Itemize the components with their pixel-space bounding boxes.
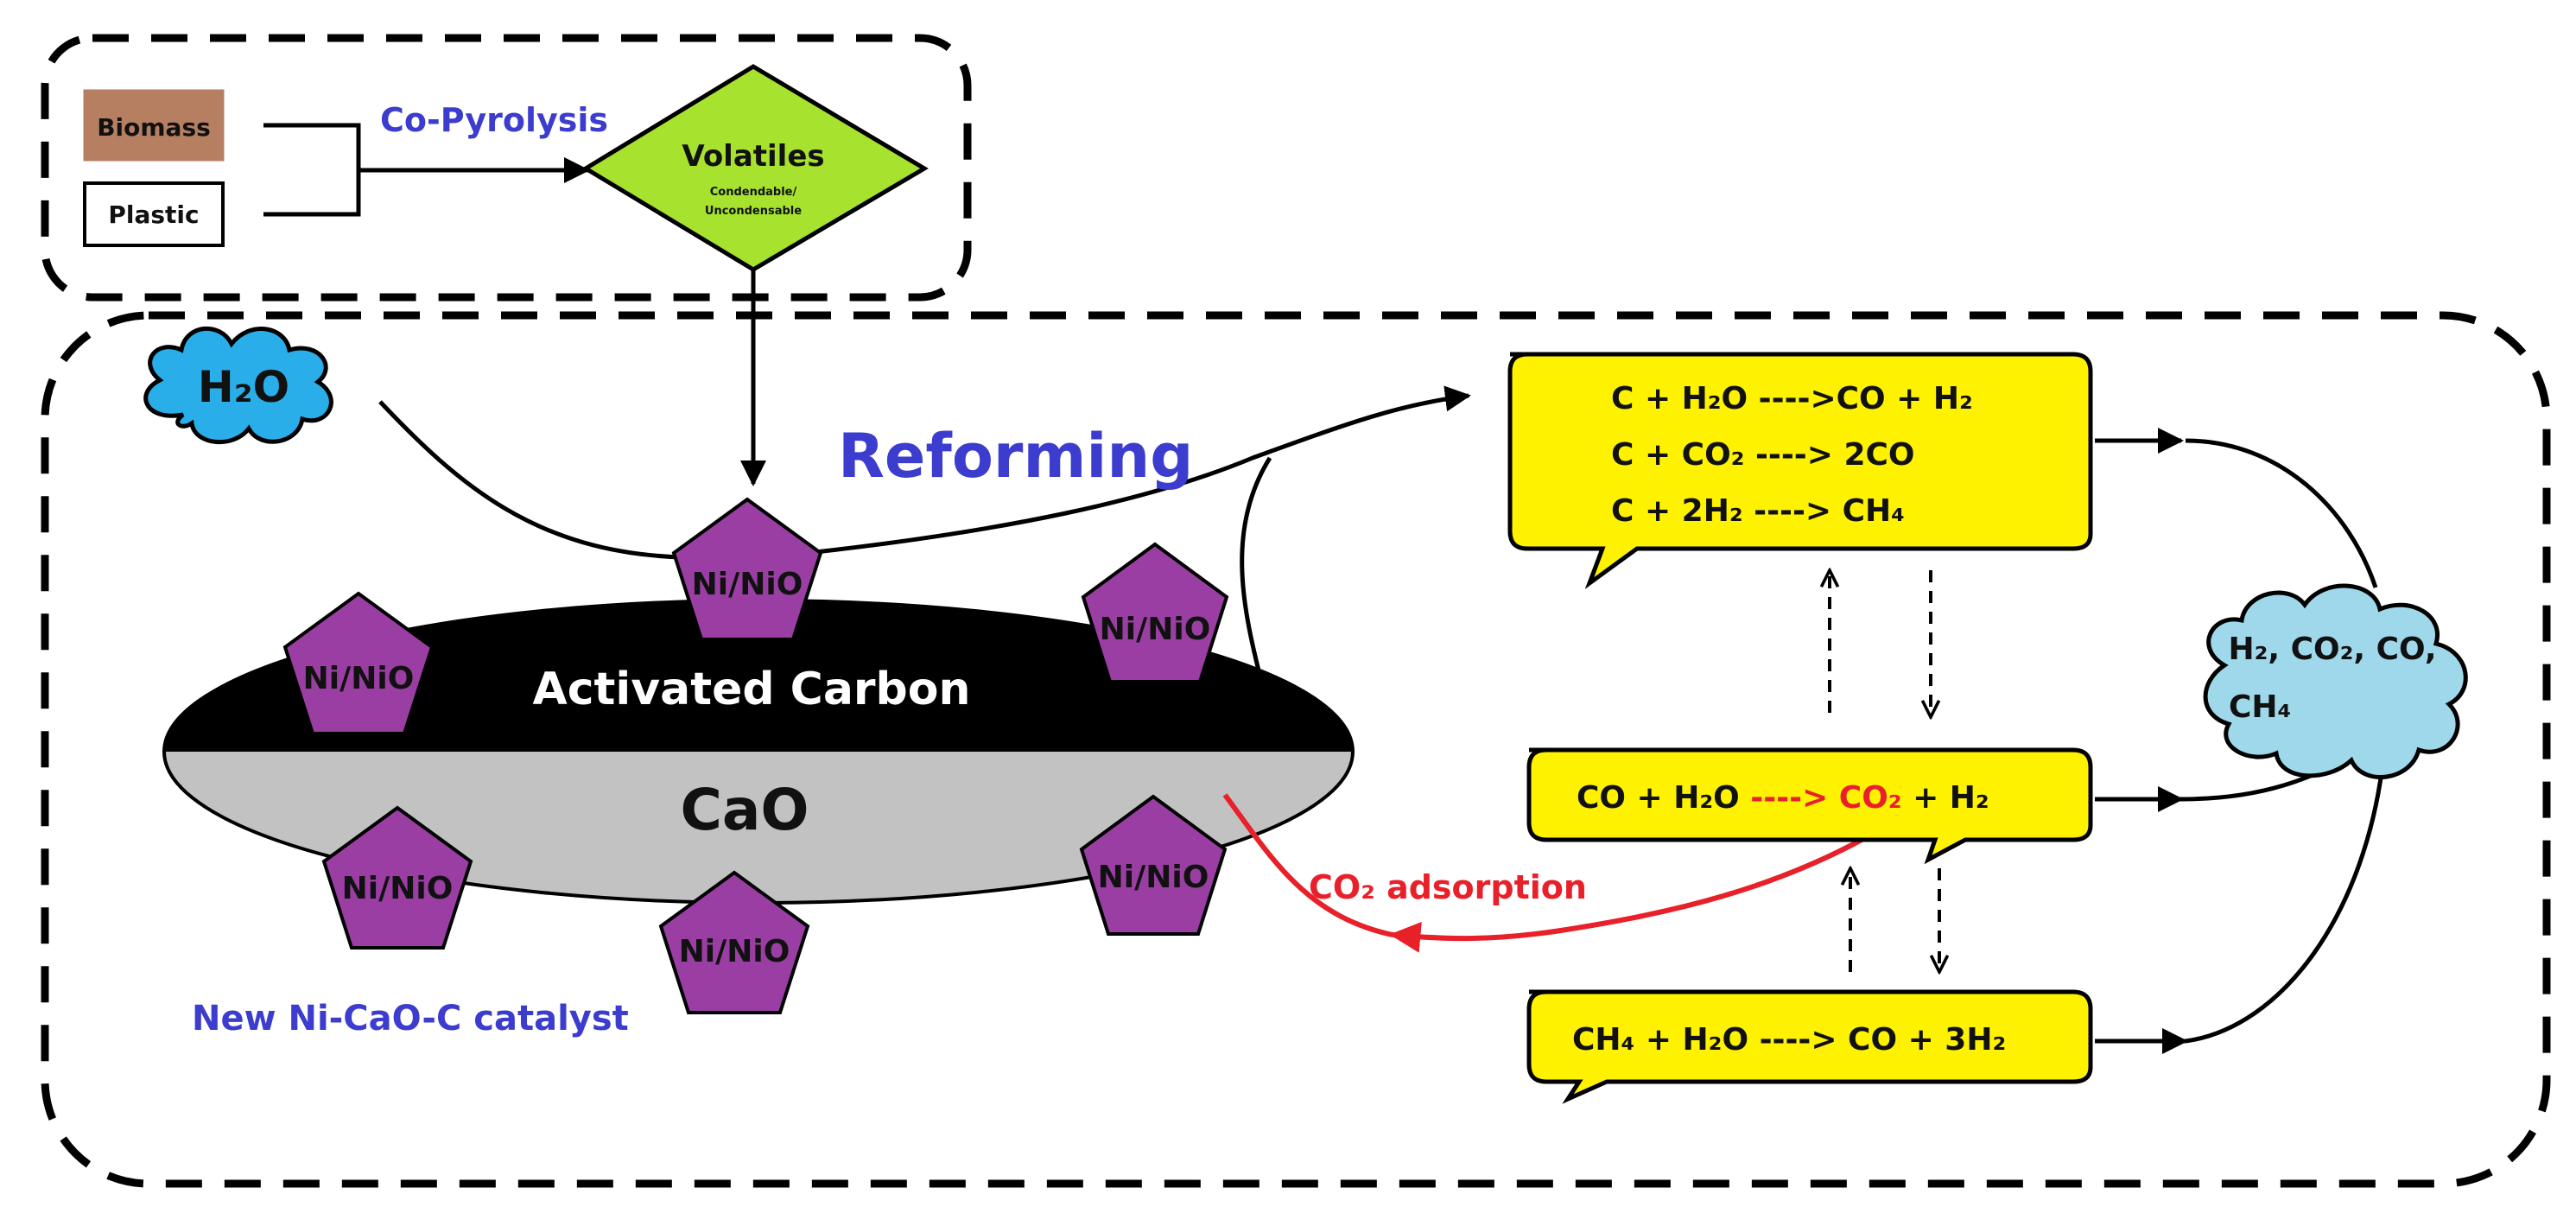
cao-label: CaO <box>680 777 809 843</box>
ni-site-bottom: Ni/NiO <box>658 870 810 1014</box>
wgs-reaction: CO + H₂O ----> CO₂ + H₂ <box>1577 780 1989 816</box>
activated-carbon-label: Activated Carbon <box>532 664 970 715</box>
water-to-catalyst-line <box>378 400 683 560</box>
svg-text:Ni/NiO: Ni/NiO <box>303 661 415 696</box>
feed-merge-line <box>263 123 587 217</box>
volatiles-diamond: Volatiles Condendable/ Uncondensable <box>581 64 929 272</box>
co2-adsorption-label: CO₂ adsorption <box>1309 868 1587 906</box>
reaction-1: C + H₂O ---->CO + H₂ <box>1611 381 1973 416</box>
ni-site-bottom-left: Ni/NiO <box>321 805 473 950</box>
reaction-box-carbon: C + H₂O ---->CO + H₂ C + CO₂ ----> 2CO C… <box>1507 352 2093 589</box>
products-line2: CH₄ <box>2229 689 2291 725</box>
products-cloud: H₂, CO₂, CO, CH₄ <box>2203 583 2468 779</box>
reforming-title: Reforming <box>838 421 1193 492</box>
reaction-2: C + CO₂ ----> 2CO <box>1611 437 1915 473</box>
ni-site-top: Ni/NiO <box>671 497 823 641</box>
co2-adsorption-tail <box>1222 793 1393 937</box>
smr-reaction: CH₄ + H₂O ----> CO + 3H₂ <box>1572 1022 2006 1058</box>
plastic-box: Plastic <box>83 181 225 247</box>
water-cloud: H₂O <box>143 327 333 445</box>
svg-text:Ni/NiO: Ni/NiO <box>1098 860 1209 895</box>
svg-text:Ni/NiO: Ni/NiO <box>692 567 803 602</box>
reaction-3: C + 2H₂ ----> CH₄ <box>1611 493 1905 529</box>
water-cloud-label: H₂O <box>198 362 289 412</box>
reaction-box-wgs: CO + H₂O ----> CO₂ + H₂ <box>1526 747 2093 865</box>
svg-text:Ni/NiO: Ni/NiO <box>679 934 790 969</box>
reforming-frame <box>41 311 2551 1188</box>
svg-text:Ni/NiO: Ni/NiO <box>1100 612 1211 647</box>
plastic-label: Plastic <box>108 200 199 229</box>
reaction-box-smr: CH₄ + H₂O ----> CO + 3H₂ <box>1526 989 2093 1104</box>
volatiles-label: Volatiles <box>682 139 824 174</box>
catalyst-to-reaction1-arrow <box>807 385 1471 556</box>
products-line1: H₂, CO₂, CO, <box>2228 632 2436 667</box>
co2-adsorption-arrow <box>1389 823 1889 953</box>
catalyst-caption: New Ni-CaO-C catalyst <box>192 999 629 1039</box>
biomass-label: Biomass <box>97 113 211 142</box>
co-pyrolysis-label: Co-Pyrolysis <box>380 101 608 139</box>
pyrolysis-frame <box>41 34 972 302</box>
ni-site-right: Ni/NiO <box>1081 542 1229 683</box>
carbon-branch-line <box>1240 456 1272 675</box>
biomass-box: Biomass <box>83 89 225 162</box>
ni-site-left: Ni/NiO <box>282 591 435 735</box>
volatiles-sub1: Condendable/ <box>710 186 797 199</box>
volatiles-sub2: Uncondensable <box>705 205 802 218</box>
ni-site-bottom-right: Ni/NiO <box>1079 794 1228 936</box>
svg-text:Ni/NiO: Ni/NiO <box>342 871 454 906</box>
